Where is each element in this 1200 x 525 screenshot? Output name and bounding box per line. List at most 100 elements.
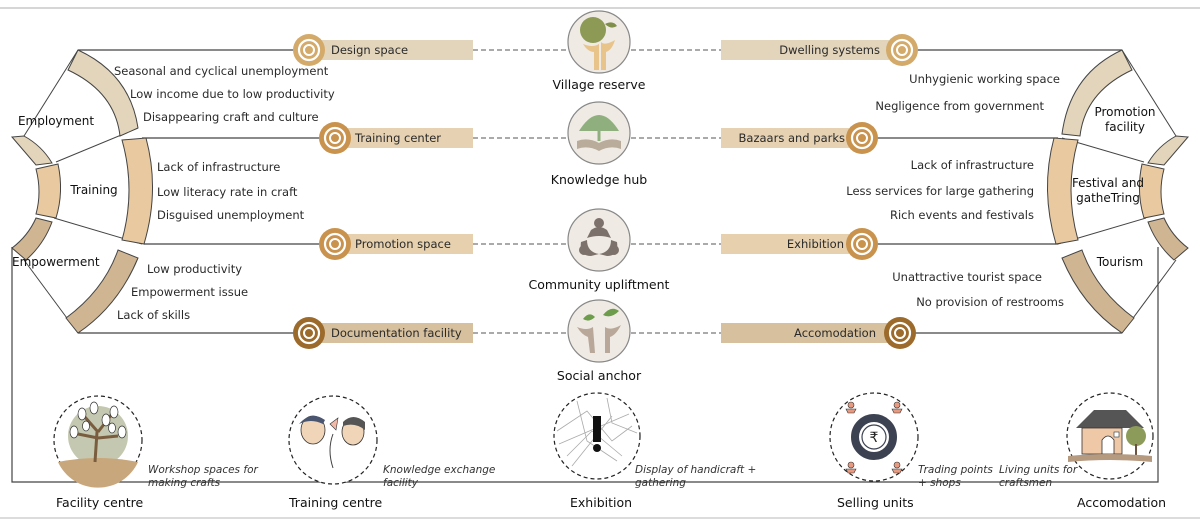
employment-outer-arc — [67, 49, 139, 137]
empowerment-outer-arc — [65, 249, 139, 334]
issue-text: Low income due to low productivity — [130, 87, 335, 101]
issue-text: Low literacy rate in craft — [157, 185, 298, 199]
caption-line: Living units for — [999, 464, 1078, 476]
left-segment-empowerment — [11, 217, 139, 334]
left-connectors — [11, 49, 1159, 483]
title-selling-units: Selling units — [837, 495, 914, 510]
selling-units-icon: ₹ — [829, 392, 919, 482]
right-segment-promotion — [1061, 49, 1190, 166]
left-pills — [312, 40, 473, 343]
caption-training-centre: Knowledge exchange facility — [383, 464, 495, 490]
tree-book-icon — [577, 115, 621, 151]
pill-documentation-facility: Documentation facility — [331, 326, 462, 340]
hub-label-community-upliftment: Community upliftment — [528, 277, 670, 292]
title-exhibition: Exhibition — [570, 495, 633, 510]
pill-promotion-space: Promotion space — [355, 237, 451, 251]
target-icon — [886, 34, 918, 66]
caption-line: Workshop spaces for — [148, 464, 258, 476]
pill-design-space: Design space — [331, 43, 409, 57]
training-inner-arc — [35, 163, 62, 219]
target-icon — [319, 228, 351, 260]
pill-dwelling-systems: Dwelling systems — [779, 43, 880, 57]
tree-icon — [58, 401, 138, 488]
segment-empowerment-label: Empowerment — [12, 255, 100, 269]
target-icon — [884, 317, 916, 349]
caption-exhibition: Display of handicraft + gathering — [635, 464, 756, 490]
caption-line: making crafts — [148, 477, 221, 489]
target-icon — [319, 122, 351, 154]
right-segment-festival — [1046, 137, 1165, 245]
target-icon — [293, 34, 325, 66]
dashed-links — [473, 49, 721, 334]
pill-bg-bazaars — [721, 128, 849, 148]
pill-bazaars-and-parks: Bazaars and parks — [738, 131, 845, 145]
issue-text: Low productivity — [147, 262, 243, 276]
issue-text: Disappearing craft and culture — [143, 110, 319, 124]
pill-bg-documentation — [312, 323, 473, 343]
hub-label-social-anchor: Social anchor — [556, 368, 642, 383]
bottom-divider — [0, 517, 1200, 519]
title-accomodation: Accomodation — [1077, 495, 1167, 510]
pill-bg-exhibition — [721, 234, 849, 254]
rupee-cycle-icon: ₹ — [845, 401, 903, 474]
caption-line: facility — [383, 477, 418, 489]
facility-centre-icon — [53, 395, 143, 488]
pill-bg-design-space — [312, 40, 473, 60]
training-centre-icon — [288, 395, 378, 485]
target-icon — [846, 122, 878, 154]
tourism-inner-arc — [1147, 217, 1189, 261]
svg-text:₹: ₹ — [870, 430, 879, 446]
map-pin-icon — [556, 397, 638, 467]
segment-festival-label: Festival and gatheTring — [1068, 176, 1148, 206]
left-segment-training — [35, 137, 154, 245]
right-connectors — [877, 49, 1122, 334]
pill-accomodation: Accomodation — [794, 326, 876, 340]
issue-text: Lack of infrastructure — [910, 158, 1034, 172]
segment-promotion-facility-label: Promotion facility — [1080, 105, 1170, 135]
top-divider — [0, 7, 1200, 9]
issue-text: Seasonal and cyclical unemployment — [114, 64, 329, 78]
issue-text: Disguised unemployment — [157, 208, 305, 222]
festival-inner-arc — [1138, 163, 1165, 219]
segment-label-line: gatheTring — [1076, 191, 1140, 205]
title-facility-centre: Facility centre — [56, 495, 144, 510]
caption-line: Display of handicraft + — [635, 464, 757, 476]
hands-holding-fruit-icon — [580, 17, 617, 70]
pill-training-center: Training center — [355, 131, 442, 145]
hub-community-upliftment — [567, 208, 631, 272]
promotion-inner-arc — [1147, 135, 1190, 166]
pill-bg-accomodation — [721, 323, 891, 343]
caption-line: Knowledge exchange — [383, 464, 496, 476]
promotion-outer-arc — [1061, 49, 1133, 137]
caption-accomodation: Living units for craftsmen — [999, 464, 1077, 490]
accomodation-icon — [1066, 392, 1154, 480]
right-pills — [721, 40, 891, 343]
left-segment-employment — [10, 49, 139, 166]
hub-village-reserve — [567, 10, 631, 74]
issue-text: Lack of infrastructure — [157, 160, 281, 174]
issue-text: Negligence from government — [875, 99, 1044, 113]
caption-line: + shops — [918, 477, 961, 489]
caption-line: craftsmen — [999, 477, 1053, 489]
issue-text: Rich events and festivals — [889, 208, 1034, 222]
target-icon — [293, 317, 325, 349]
tourism-outer-arc — [1061, 249, 1135, 334]
issue-text: Less services for large gathering — [846, 184, 1034, 198]
caption-facility-centre: Workshop spaces for making crafts — [148, 464, 258, 490]
house-icon — [1068, 410, 1152, 462]
community-circle-icon — [579, 218, 619, 256]
caption-selling-units: Trading points + shops — [918, 464, 993, 490]
bottom-frame — [11, 247, 1159, 483]
pill-bg-dwelling — [721, 40, 889, 60]
pill-bg-promotion-space — [340, 234, 473, 254]
festival-outer-arc — [1046, 137, 1079, 245]
training-outer-arc — [121, 137, 154, 245]
employment-inner-arc — [10, 135, 53, 166]
issue-text: Empowerment issue — [131, 285, 249, 299]
caption-line: gathering — [635, 477, 686, 489]
hub-knowledge-hub — [567, 101, 631, 165]
issue-text: Lack of skills — [117, 308, 191, 322]
hands-leaves-icon — [577, 308, 621, 353]
issue-text: Unattractive tourist space — [892, 270, 1042, 284]
